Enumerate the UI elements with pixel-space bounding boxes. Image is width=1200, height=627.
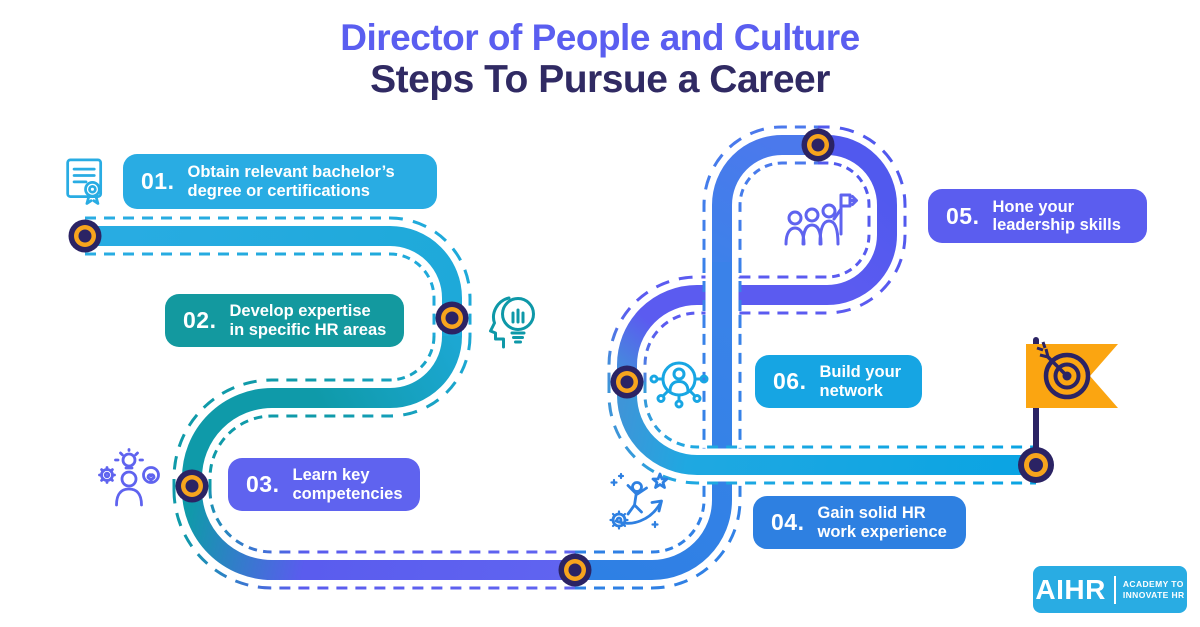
target-icon <box>1036 341 1091 400</box>
step-4-label-line2: work experience <box>817 522 947 541</box>
node-finish <box>1018 447 1054 483</box>
leadership-team-icon <box>781 192 859 248</box>
goal-flag <box>1026 337 1118 461</box>
step-1-label-line1: Obtain relevant bachelor’s <box>187 163 395 181</box>
step-2-card: 02. Develop expertise in specific HR are… <box>165 294 404 347</box>
logo-tagline-line2: INNOVATE HR <box>1122 589 1185 600</box>
step-5-label-line1: Hone your <box>992 197 1075 216</box>
road-segment-5 <box>607 125 907 382</box>
step-6-label: Build your network <box>819 363 901 400</box>
step-6-label-line1: Build your <box>819 363 902 381</box>
head-lightbulb-icon <box>482 289 540 351</box>
step-2-label-line2: in specific HR areas <box>229 320 387 339</box>
step-2-number: 02. <box>183 307 217 333</box>
road-segment-3 <box>172 489 575 590</box>
road-segment-1 <box>85 216 472 336</box>
step-4-card: 04. Gain solid HR work experience <box>753 496 966 549</box>
person-skills-icon <box>97 448 161 508</box>
network-people-icon <box>648 352 710 414</box>
step-4-label-line1: Gain solid HR <box>817 504 926 522</box>
milestone-nodes <box>68 128 1054 587</box>
logo-divider <box>1113 575 1116 604</box>
step-1-number: 01. <box>141 168 175 194</box>
step-2-label: Develop expertise in specific HR areas <box>229 302 386 339</box>
step-6-label-line2: network <box>819 381 883 400</box>
aihr-logo: AIHR ACADEMY TO INNOVATE HR <box>1033 566 1187 613</box>
title-line2: Steps To Pursue a Career <box>370 58 830 101</box>
node-start <box>68 219 102 253</box>
node-2 <box>435 301 469 335</box>
step-3-number: 03. <box>246 471 280 497</box>
road-segment-4 <box>575 125 818 590</box>
node-4 <box>558 553 592 587</box>
step-1-label-line2: degree or certifications <box>187 181 370 200</box>
logo-tagline-line1: ACADEMY TO <box>1122 579 1184 589</box>
step-3-label-line1: Learn key <box>292 466 370 484</box>
step-3-label-line2: competencies <box>292 484 403 503</box>
road-segment-6 <box>607 382 1036 485</box>
step-5-label: Hone your leadership skills <box>992 198 1120 235</box>
step-3-card: 03. Learn key competencies <box>228 458 420 511</box>
step-4-number: 04. <box>771 509 805 535</box>
step-3-label: Learn key competencies <box>292 466 402 503</box>
step-5-number: 05. <box>946 202 980 229</box>
logo-tagline: ACADEMY TO INNOVATE HR <box>1123 579 1185 600</box>
page-title: Director of People and Culture Steps To … <box>0 18 1200 102</box>
step-2-label-line1: Develop expertise <box>229 302 371 320</box>
aihr-logo-text: AIHR <box>1035 573 1106 605</box>
step-5-label-line2: leadership skills <box>992 216 1121 234</box>
node-5 <box>801 128 835 162</box>
step-1-label: Obtain relevant bachelor’s degree or cer… <box>187 163 394 200</box>
step-5-card: 05. Hone your leadership skills <box>928 189 1147 243</box>
step-4-label: Gain solid HR work experience <box>817 504 946 541</box>
node-6 <box>610 365 644 399</box>
certificate-icon <box>64 156 108 206</box>
step-6-number: 06. <box>773 368 807 394</box>
growth-arrow-icon <box>607 469 673 533</box>
step-6-card: 06. Build your network <box>755 355 922 408</box>
node-3 <box>175 469 209 503</box>
step-1-card: 01. Obtain relevant bachelor’s degree or… <box>123 154 437 209</box>
road-segment-2 <box>172 335 472 490</box>
title-line1: Director of People and Culture <box>340 17 860 58</box>
